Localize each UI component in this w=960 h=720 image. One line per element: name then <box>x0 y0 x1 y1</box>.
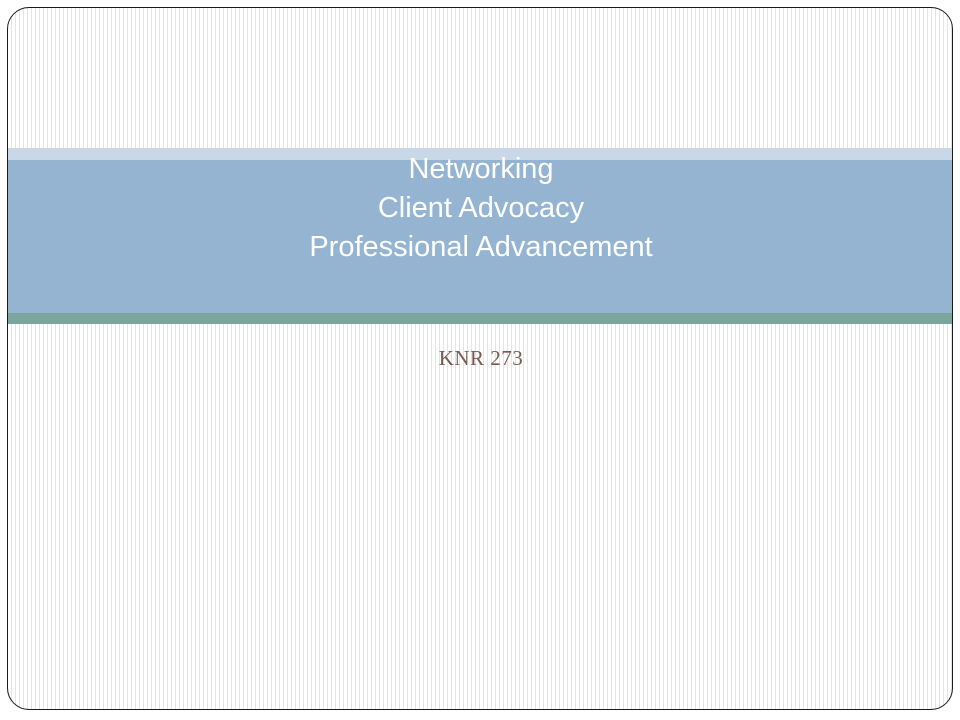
title-band <box>8 160 952 313</box>
slide-subtitle: KNR 273 <box>438 346 524 370</box>
title-line-client-advocacy: Client Advocacy <box>377 192 585 224</box>
title-line-networking: Networking <box>408 153 554 185</box>
title-band-bottom-stripe <box>8 313 952 324</box>
slide-title: Networking Client Advocacy Professional … <box>8 150 952 267</box>
title-band-top-stripe <box>8 148 952 160</box>
title-line-professional-advancement: Professional Advancement <box>309 231 653 263</box>
slide: Networking Client Advocacy Professional … <box>7 7 953 710</box>
